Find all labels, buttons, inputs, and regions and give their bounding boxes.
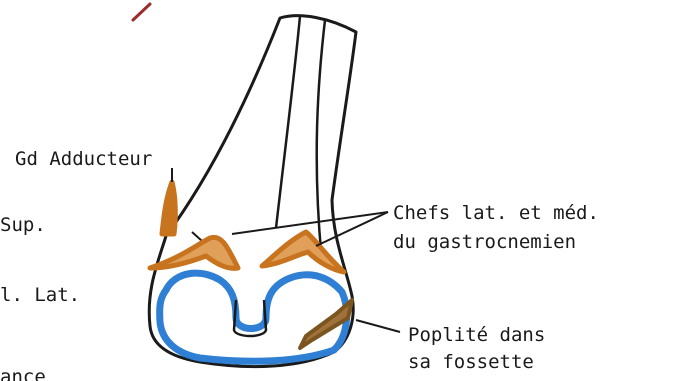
label-poplite-line2: sa fossette (408, 353, 534, 372)
condyles-cartilage (160, 273, 347, 361)
label-sup: Sup. (0, 216, 46, 235)
label-lat: l. Lat. (0, 286, 80, 305)
adducteur-insertion (162, 182, 175, 234)
linea-aspera-line-2 (317, 20, 325, 262)
label-ance: ance (0, 368, 46, 381)
label-poplite-line1: Poplité dans (408, 326, 545, 345)
label-chefs-line1: Chefs lat. et méd. (393, 204, 599, 223)
label-chefs-line2: du gastrocnemien (393, 233, 576, 252)
label-grand-adducteur: Gd Adducteur (15, 150, 152, 169)
linea-aspera-line-1 (276, 16, 300, 228)
leader-poplite (356, 320, 400, 332)
red-mark (133, 4, 150, 20)
femur-outline (149, 16, 356, 367)
